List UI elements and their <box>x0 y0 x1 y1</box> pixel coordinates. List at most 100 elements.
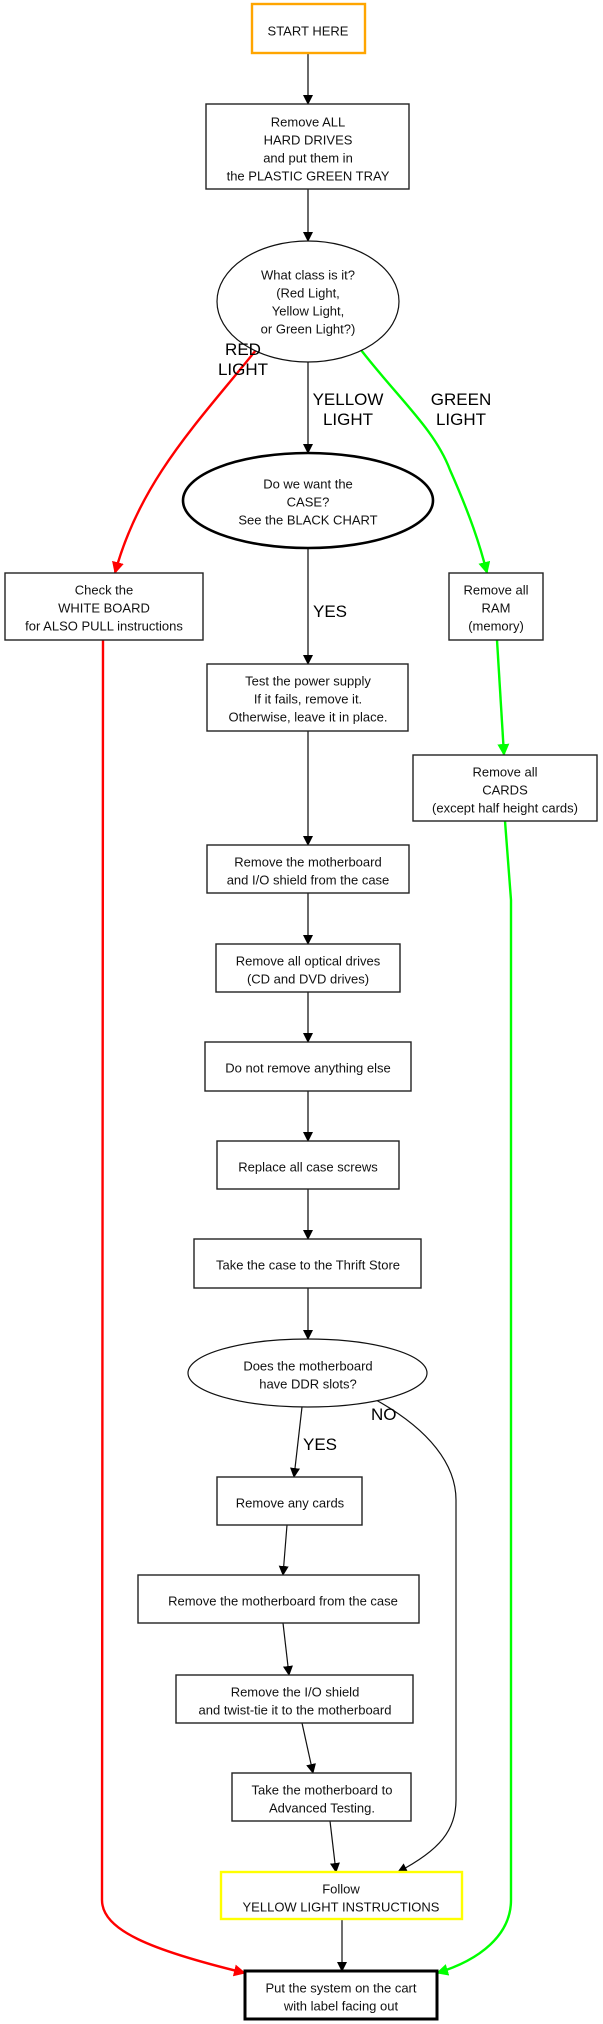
edge-label-line: GREEN <box>431 390 491 409</box>
edge-label-line: LIGHT <box>436 410 486 429</box>
node-start[interactable]: START HERE <box>250 2 367 55</box>
node-label-line: the PLASTIC GREEN TRAY <box>227 168 390 183</box>
node-advanced-testing[interactable]: Take the motherboard to Advanced Testing. <box>231 1772 412 1822</box>
node-label-line: Do not remove anything else <box>225 1060 390 1075</box>
edge-label-ddr-yes: YES <box>303 1435 337 1454</box>
node-label: What class is it?(Red Light,Yellow Light… <box>261 267 356 336</box>
edge-cards-to-mb-case <box>278 1524 289 1576</box>
node-label: Remove the I/O shield and twist-tie it to… <box>199 1684 392 1717</box>
node-mb-from-case[interactable]: Remove the motherboard from the case <box>137 1574 420 1624</box>
node-label: Take the case to the Thrift Store <box>216 1257 400 1272</box>
edge-mb-case-to-io <box>282 1622 293 1676</box>
node-label-line: Remove the I/O shield <box>231 1684 360 1699</box>
edge-label-case-yes: YES <box>313 602 347 621</box>
node-label-line: and put them in <box>263 150 353 165</box>
node-label-line: Replace all case screws <box>238 1159 378 1174</box>
node-label-line: Do we want the <box>263 476 353 491</box>
edge-label-line: YES <box>313 602 347 621</box>
node-mb-io-shield[interactable]: Remove the motherboard and I/O shield fro… <box>206 844 410 894</box>
node-io-shield-tie[interactable]: Remove the I/O shield and twist-tie it to… <box>175 1674 414 1724</box>
edge-advanced-to-yellow <box>329 1820 340 1873</box>
node-label-line: Follow <box>322 1881 360 1896</box>
node-label-line: HARD DRIVES <box>264 132 353 147</box>
node-label: Do not remove anything else <box>225 1060 390 1075</box>
node-label-line: Does the motherboard <box>243 1358 372 1373</box>
edge-green-light <box>360 349 491 574</box>
node-label: Take the motherboard to Advanced Testing. <box>252 1782 393 1815</box>
node-label-line: CARDS <box>482 782 528 797</box>
node-label: Remove the motherboard and I/O shield fro… <box>227 854 390 887</box>
edges <box>100 53 513 1977</box>
node-label-line: (except half height cards) <box>432 800 578 815</box>
node-label-line: START HERE <box>268 23 349 38</box>
edge-red-to-cart <box>100 639 246 1977</box>
edge-label-line: LIGHT <box>218 360 268 379</box>
node-ddr-question[interactable]: Does the motherboard have DDR slots? <box>187 1338 428 1408</box>
node-label: START HERE <box>268 23 349 38</box>
node-label-line: Put the system on the cart <box>265 1980 416 1995</box>
node-power-supply[interactable]: Test the power supply If it fails, remove… <box>206 663 409 732</box>
node-label-line: have DDR slots? <box>259 1376 357 1391</box>
edge-ddr-yes <box>290 1406 303 1478</box>
node-label-line: with label facing out <box>283 1998 399 2013</box>
node-label-line: Remove the motherboard <box>234 854 381 869</box>
edge-io-to-advanced <box>301 1722 316 1774</box>
node-label-line: YELLOW LIGHT INSTRUCTIONS <box>243 1899 440 1914</box>
node-label-line: What class is it? <box>261 267 355 282</box>
node-label: Remove the motherboard from the case <box>168 1593 398 1608</box>
node-label-line: Remove the motherboard from the case <box>168 1593 398 1608</box>
node-thrift-store[interactable]: Take the case to the Thrift Store <box>193 1238 422 1289</box>
node-label-line: Otherwise, leave it in place. <box>229 709 388 724</box>
edge-red-light <box>112 349 257 574</box>
node-label-line: Remove all <box>463 582 528 597</box>
edge-label-line: YELLOW <box>313 390 384 409</box>
node-label-line: See the BLACK CHART <box>238 512 377 527</box>
node-label-line: (memory) <box>468 618 524 633</box>
node-optical[interactable]: Remove all optical drives(CD and DVD dri… <box>215 943 401 993</box>
node-label-line: Remove all <box>472 764 537 779</box>
node-label: Test the power supply If it fails, remove… <box>229 673 388 724</box>
node-cart[interactable]: Put the system on the cart with label fac… <box>243 1969 439 2021</box>
node-hard-drives[interactable]: Remove ALL HARD DRIVES and put them in the … <box>205 103 410 190</box>
node-remove-any-cards[interactable]: Remove any cards <box>216 1476 363 1526</box>
edge-ram-to-cards <box>495 639 510 756</box>
node-label-line: and twist-tie it to the motherboard <box>199 1702 392 1717</box>
node-label: Does the motherboard have DDR slots? <box>243 1358 372 1391</box>
node-label-line: Check the <box>75 582 134 597</box>
node-label-line: and I/O shield from the case <box>227 872 390 887</box>
node-class-question[interactable]: What class is it?(Red Light,Yellow Light… <box>216 240 400 363</box>
edge-ddr-no <box>375 1399 457 1873</box>
node-label-line: Test the power supply <box>245 673 371 688</box>
node-label: Remove ALL HARD DRIVES and put them in the … <box>227 114 390 183</box>
node-label-line: If it fails, remove it. <box>254 691 362 706</box>
edge-label-line: LIGHT <box>323 410 373 429</box>
node-label-line: Remove ALL <box>271 114 345 129</box>
edge-label-line: RED <box>225 340 261 359</box>
node-label: Remove any cards <box>236 1495 345 1510</box>
node-label-line: (Red Light, <box>276 285 340 300</box>
edge-green-to-cart <box>436 820 513 1976</box>
node-label: Replace all case screws <box>238 1159 378 1174</box>
node-case-screws[interactable]: Replace all case screws <box>216 1140 400 1190</box>
node-label-line: Advanced Testing. <box>269 1800 375 1815</box>
node-nothing-else[interactable]: Do not remove anything else <box>204 1041 412 1092</box>
node-label-line: Take the case to the Thrift Store <box>216 1257 400 1272</box>
node-label-line: RAM <box>482 600 511 615</box>
node-label-line: CASE? <box>287 494 330 509</box>
node-label-line: (CD and DVD drives) <box>247 971 369 986</box>
node-label-line: Take the motherboard to <box>252 1782 393 1797</box>
edge-label-ddr-no: NO <box>371 1405 397 1424</box>
